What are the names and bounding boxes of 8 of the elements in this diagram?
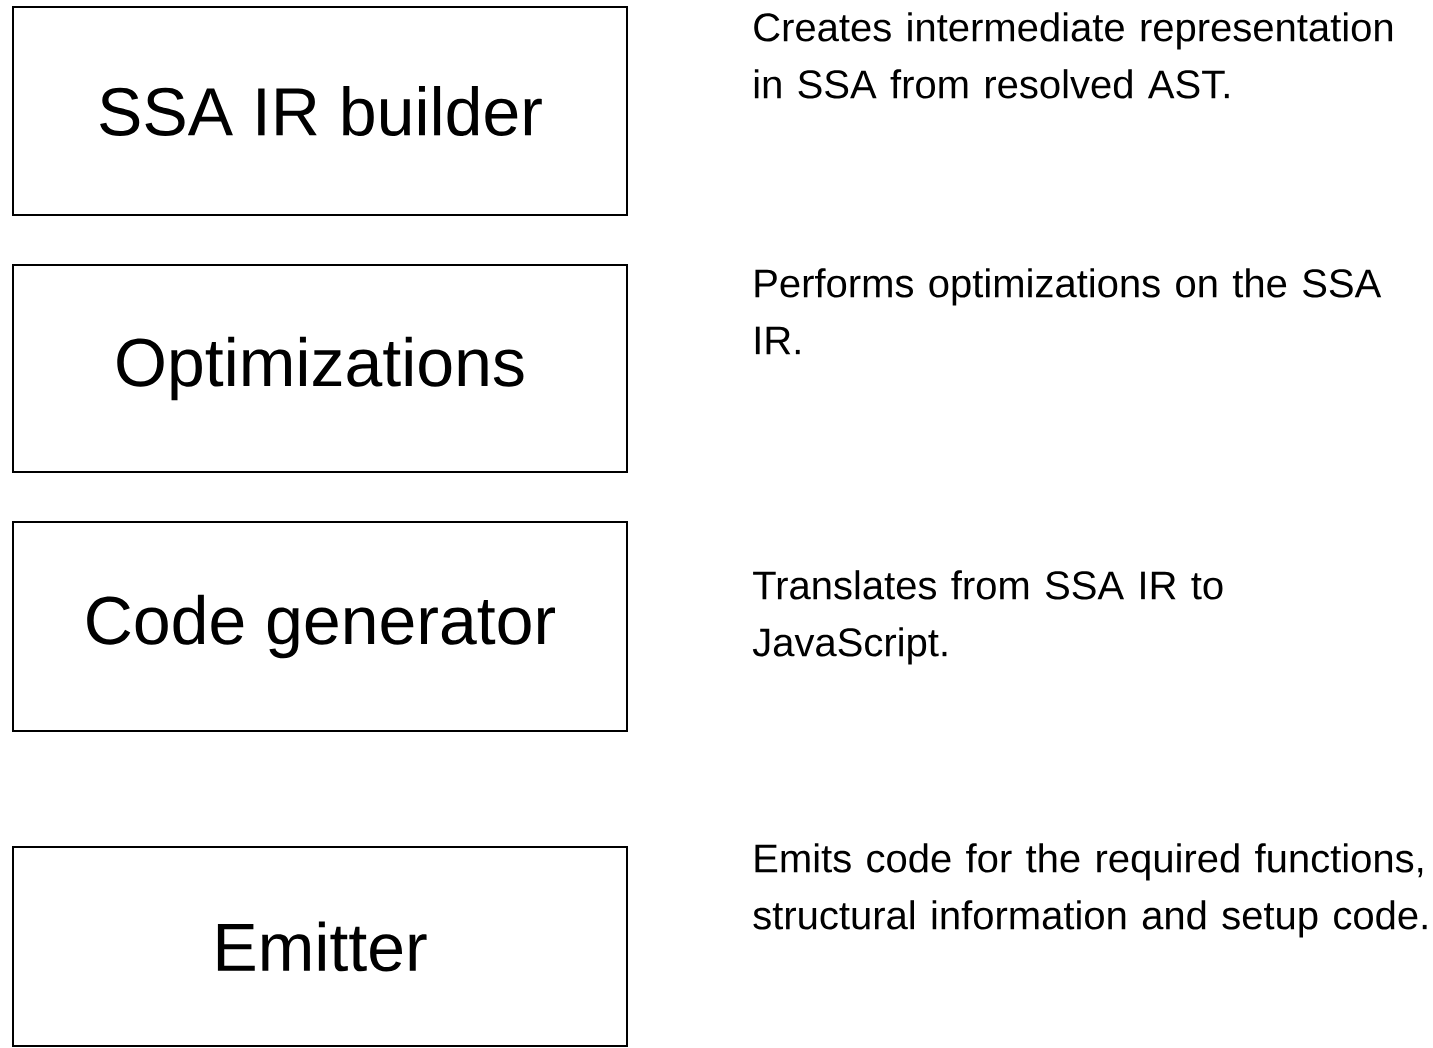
description-text: Emits code for the required functions, structural information and setup code. [753,843,1427,938]
process-box: Emitter [12,846,628,1047]
process-box: Code generator [12,521,628,732]
process-box: Optimizations [12,264,628,473]
description-text: Performs optimizations on the SSA IR. [755,268,1382,355]
description-text: Translates from SSA IR to JavaScript. [752,570,1223,665]
process-box: SSA IR builder [12,6,628,216]
description-text: Creates intermediate representation in SSA from resolved AST. [754,12,1393,99]
